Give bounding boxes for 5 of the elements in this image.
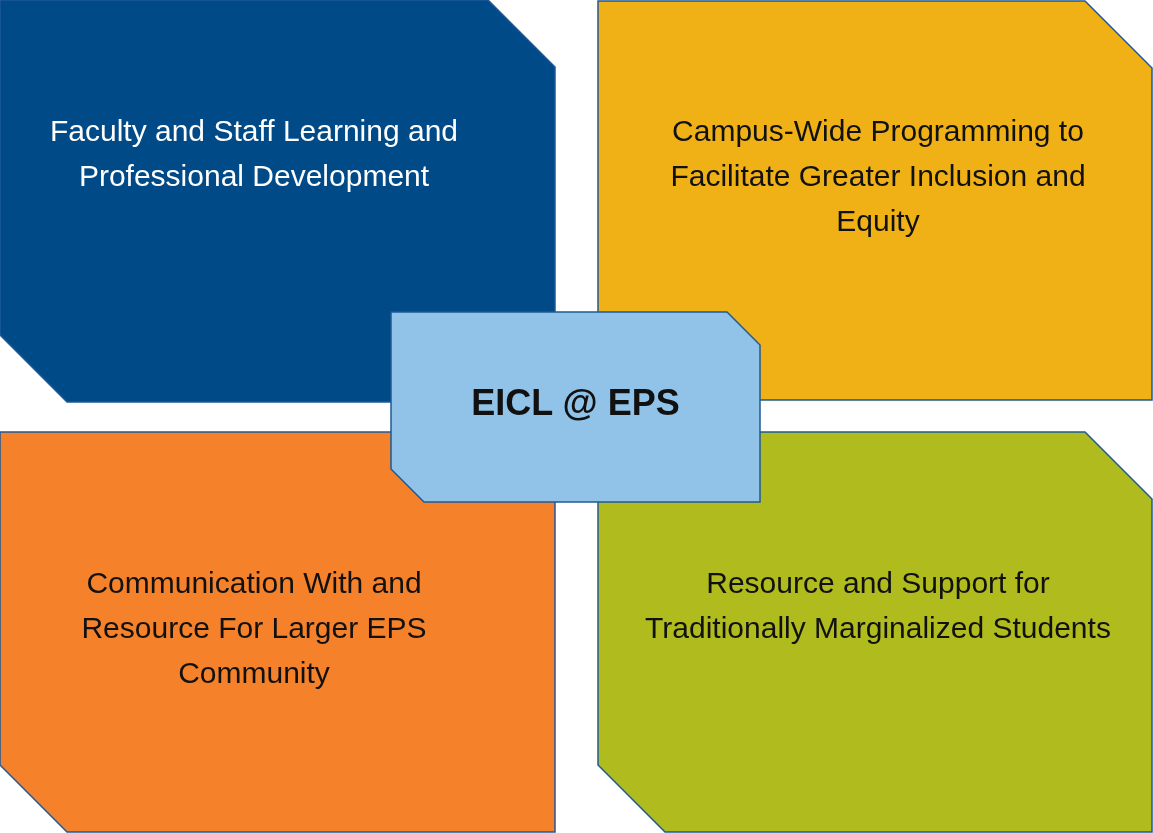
panel-text: Faculty and Staff Learning and Professional Development	[48, 113, 460, 194]
panel-text: Campus-Wide Programming to Facilitate Greater Inclusion and Equity	[669, 113, 1087, 239]
center-title: EICL @ EPS	[470, 381, 681, 425]
panel-text: Resource and Support for Traditionally Marginalized Students	[644, 565, 1112, 646]
panel-text: Communication With and Resource For Larger EPS Community	[80, 565, 428, 691]
